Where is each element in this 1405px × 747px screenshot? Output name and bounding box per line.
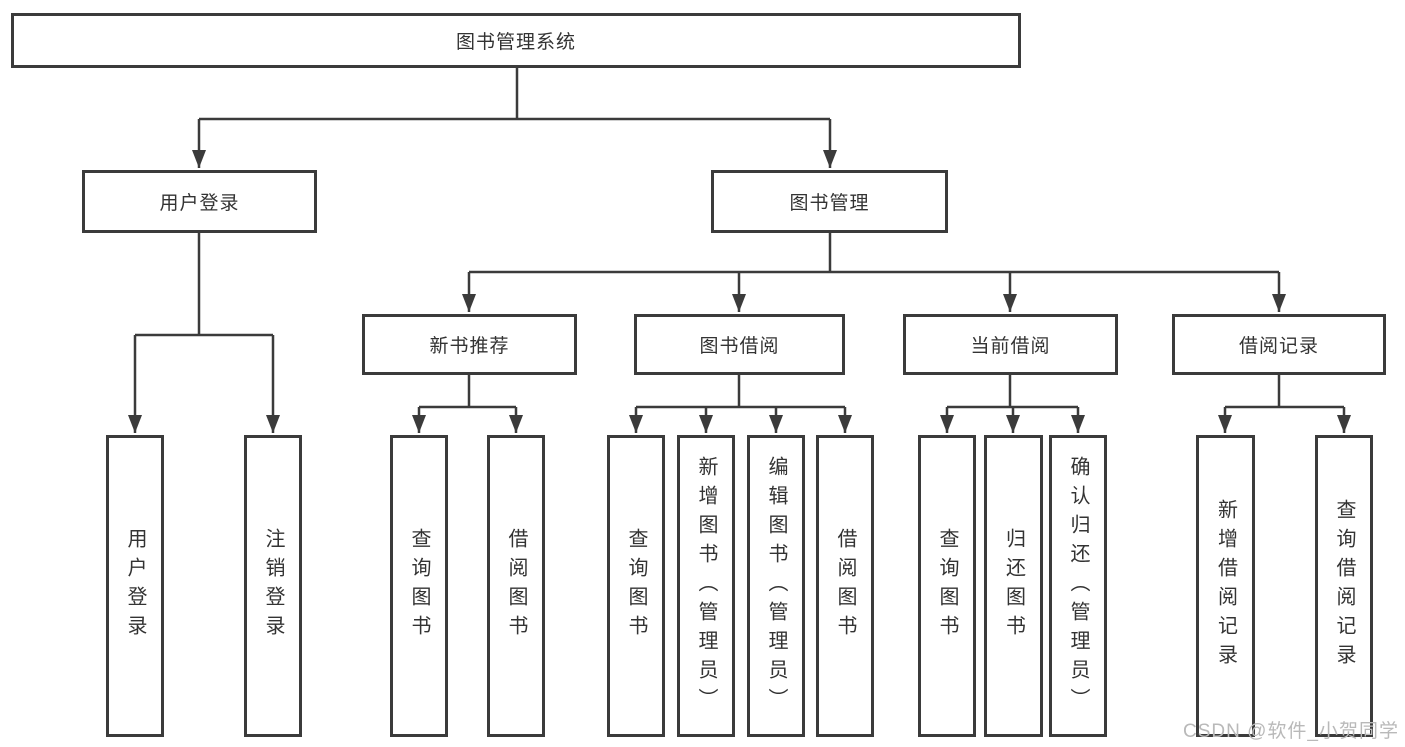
node-label: 借阅记录 [1238, 336, 1319, 357]
node-label: 新书推荐 [429, 336, 510, 357]
leaf-borrow-books: 借阅图书 [816, 435, 874, 737]
leaf-label: 用户登录 [124, 528, 146, 644]
node-borrow-records: 借阅记录 [1172, 314, 1386, 375]
node-book-borrow: 图书借阅 [634, 314, 845, 375]
node-label: 图书管理 [789, 193, 870, 214]
leaf-borrow-books-recommend: 借阅图书 [487, 435, 545, 737]
node-library-management-system: 图书管理系统 [11, 13, 1021, 68]
leaf-query-books-recommend: 查询图书 [390, 435, 448, 737]
leaf-label: 查询图书 [625, 528, 647, 644]
leaf-logout-login: 注销登录 [244, 435, 302, 737]
leaf-label: 借阅图书 [505, 528, 527, 644]
node-label: 当前借阅 [970, 336, 1051, 357]
node-label: 图书管理系统 [455, 32, 576, 53]
csdn-watermark: CSDN @软件_小贺同学 [1183, 721, 1399, 742]
leaf-label: 查询图书 [936, 528, 958, 644]
leaf-query-books-current: 查询图书 [918, 435, 976, 737]
leaf-user-login: 用户登录 [106, 435, 164, 737]
leaf-label: 借阅图书 [834, 528, 856, 644]
leaf-label: 新增图书（管理员） [695, 455, 717, 717]
leaf-add-books-admin: 新增图书（管理员） [677, 435, 735, 737]
leaf-label: 查询借阅记录 [1333, 499, 1355, 673]
node-current-borrow: 当前借阅 [903, 314, 1118, 375]
leaf-confirm-return-admin: 确认归还（管理员） [1049, 435, 1107, 737]
node-user-login: 用户登录 [82, 170, 317, 233]
node-label: 用户登录 [159, 193, 240, 214]
leaf-query-books-borrow: 查询图书 [607, 435, 665, 737]
leaf-query-borrow-record: 查询借阅记录 [1315, 435, 1373, 737]
leaf-label: 确认归还（管理员） [1067, 455, 1089, 717]
leaf-add-borrow-record: 新增借阅记录 [1196, 435, 1255, 737]
leaf-label: 查询图书 [408, 528, 430, 644]
leaf-label: 编辑图书（管理员） [765, 455, 787, 717]
leaf-label: 归还图书 [1002, 528, 1025, 644]
node-new-book-recommend: 新书推荐 [362, 314, 577, 375]
leaf-label: 注销登录 [262, 528, 284, 644]
node-book-management: 图书管理 [711, 170, 948, 233]
node-label: 图书借阅 [699, 336, 780, 357]
leaf-edit-books-admin: 编辑图书（管理员） [747, 435, 805, 737]
leaf-label: 新增借阅记录 [1214, 499, 1237, 673]
leaf-return-books: 归还图书 [984, 435, 1043, 737]
